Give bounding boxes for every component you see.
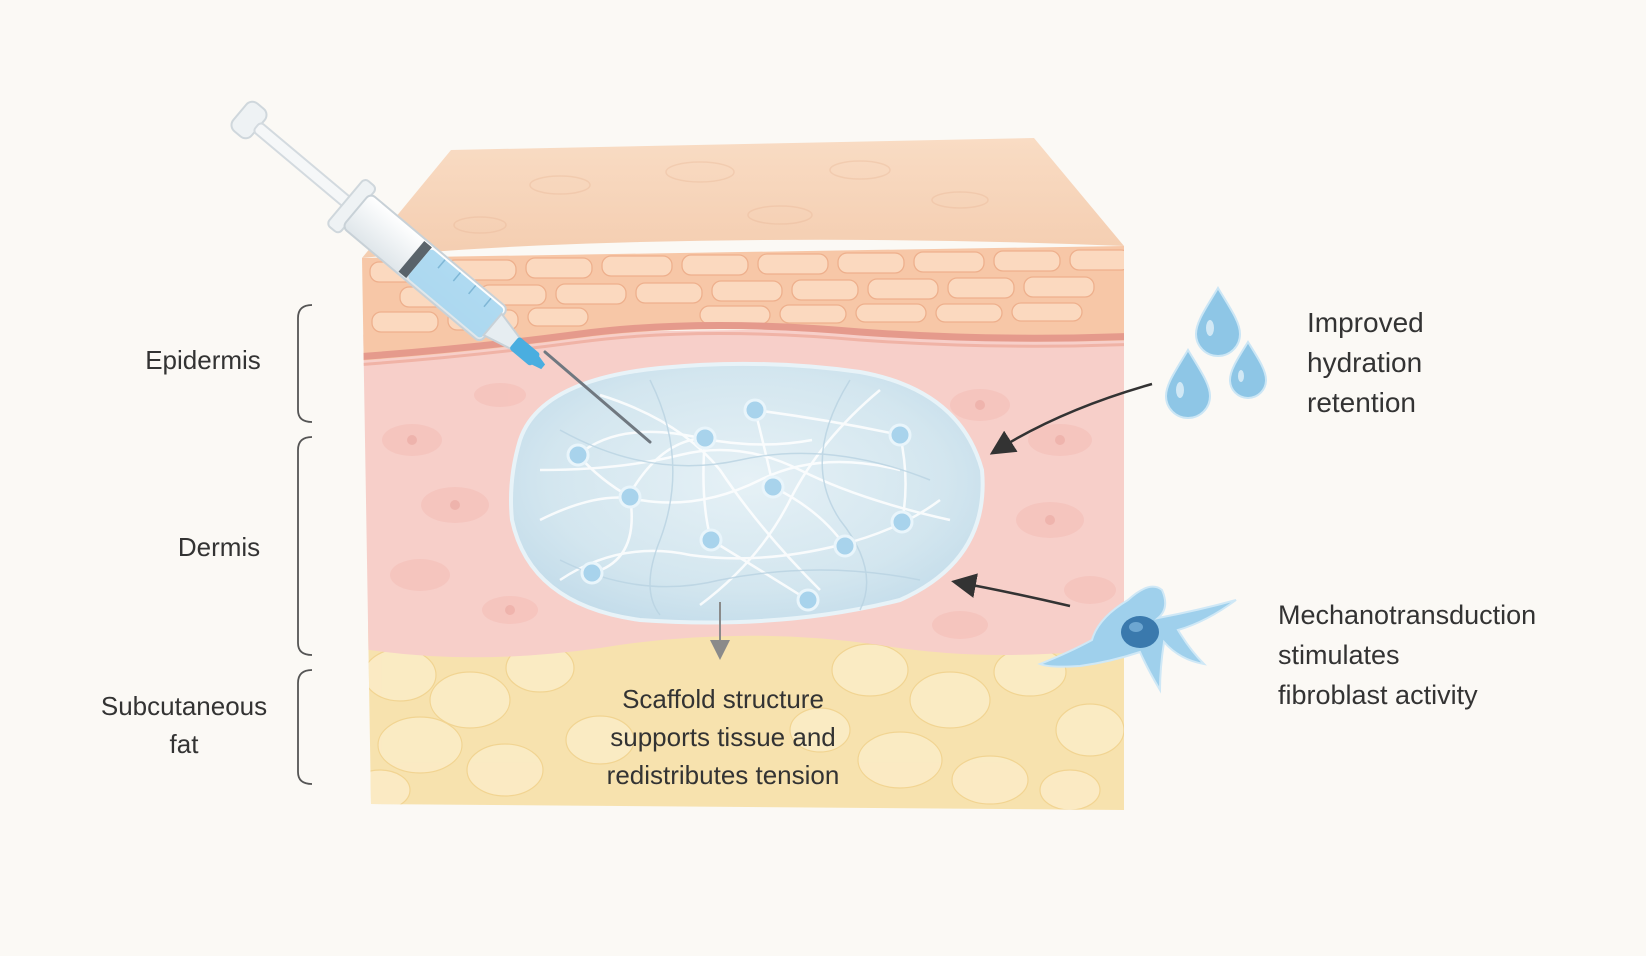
water-drops-icon bbox=[1164, 286, 1268, 419]
epidermis-bracket bbox=[297, 304, 313, 423]
hydrogel-scaffold bbox=[509, 361, 985, 625]
scaffold-callout: Scaffold structure supports tissue and r… bbox=[606, 684, 840, 790]
basal-membrane-line bbox=[362, 321, 1124, 362]
fibroblast-cell-icon bbox=[1037, 585, 1237, 694]
syringe-icon bbox=[230, 100, 652, 444]
mechanotransduction-callout: Mechanotransduction stimulates fibroblas… bbox=[1278, 600, 1537, 710]
subcutaneous-fat-label: Subcutaneous fat bbox=[100, 691, 268, 759]
fat-bracket bbox=[297, 669, 313, 785]
dermis-label: Dermis bbox=[177, 532, 261, 562]
stratum-corneum-surface bbox=[362, 138, 1124, 258]
hydration-arrow bbox=[989, 382, 1153, 455]
epidermis-label: Epidermis bbox=[145, 345, 261, 375]
mechanotransduction-arrow bbox=[951, 573, 1071, 608]
hydration-callout: Improved hydration retention bbox=[1307, 307, 1424, 418]
dermis-bracket bbox=[297, 436, 313, 656]
